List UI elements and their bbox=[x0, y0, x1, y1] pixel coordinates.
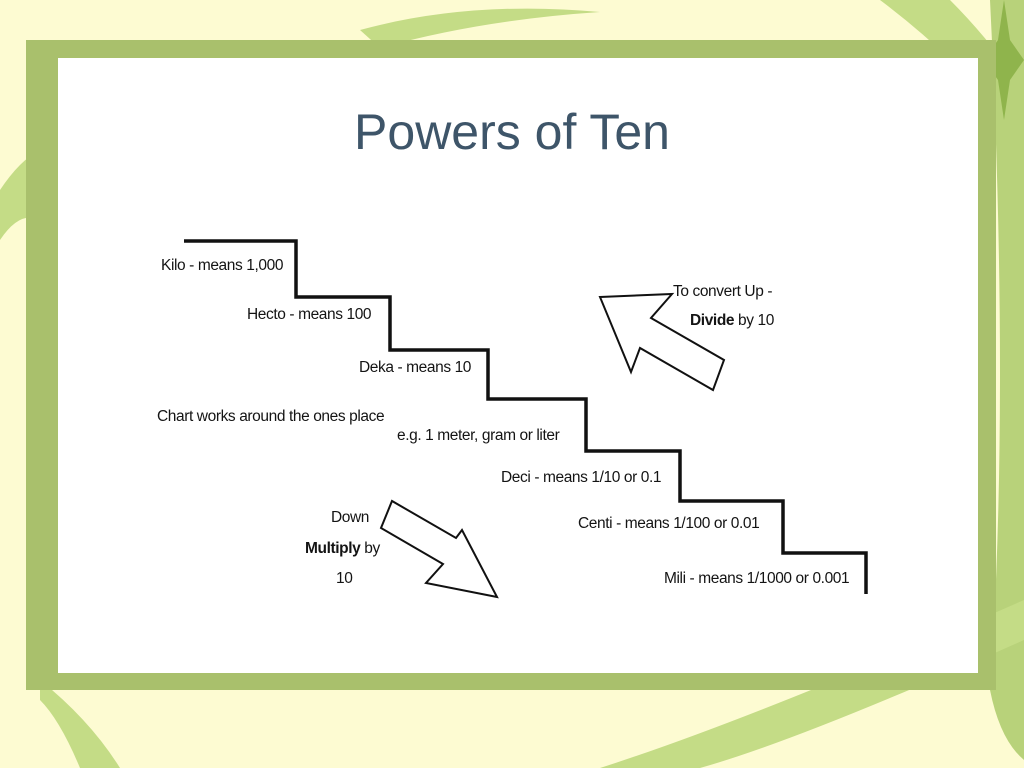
swoosh-right bbox=[990, 0, 1024, 760]
arrow-down-right-icon bbox=[379, 499, 499, 599]
slide-content bbox=[58, 58, 978, 673]
slide-title: Powers of Ten bbox=[354, 104, 670, 160]
step-label-hecto: Hecto - means 100 bbox=[247, 306, 372, 323]
ones-place-note: Chart works around the ones place bbox=[157, 408, 385, 425]
staircase-line bbox=[184, 239, 868, 594]
star-sparkle bbox=[984, 0, 1024, 120]
step-label-mili: Mili - means 1/1000 or 0.001 bbox=[664, 570, 850, 587]
ones-place-example: e.g. 1 meter, gram or liter bbox=[397, 427, 560, 444]
up-note-line1: To convert Up - bbox=[673, 283, 773, 300]
swoosh-bottom-left bbox=[40, 680, 120, 768]
step-label-centi: Centi - means 1/100 or 0.01 bbox=[578, 515, 760, 532]
step-label-kilo: Kilo - means 1,000 bbox=[161, 257, 284, 274]
swoosh-top bbox=[360, 8, 600, 49]
down-note-line2: Multiply by bbox=[305, 539, 380, 559]
step-label-deka: Deka - means 10 bbox=[359, 359, 472, 376]
up-note-line2: Divide by 10 bbox=[690, 311, 774, 331]
down-note-line1: Down bbox=[331, 509, 370, 526]
down-note-rest: by bbox=[360, 540, 380, 557]
up-note-rest: by 10 bbox=[734, 312, 774, 329]
step-label-deci: Deci - means 1/10 or 0.1 bbox=[501, 469, 662, 486]
arrow-up-left-icon bbox=[598, 292, 726, 392]
down-note-line3: 10 bbox=[336, 570, 353, 587]
multiply-bold: Multiply bbox=[305, 540, 361, 557]
divide-bold: Divide bbox=[690, 312, 735, 329]
